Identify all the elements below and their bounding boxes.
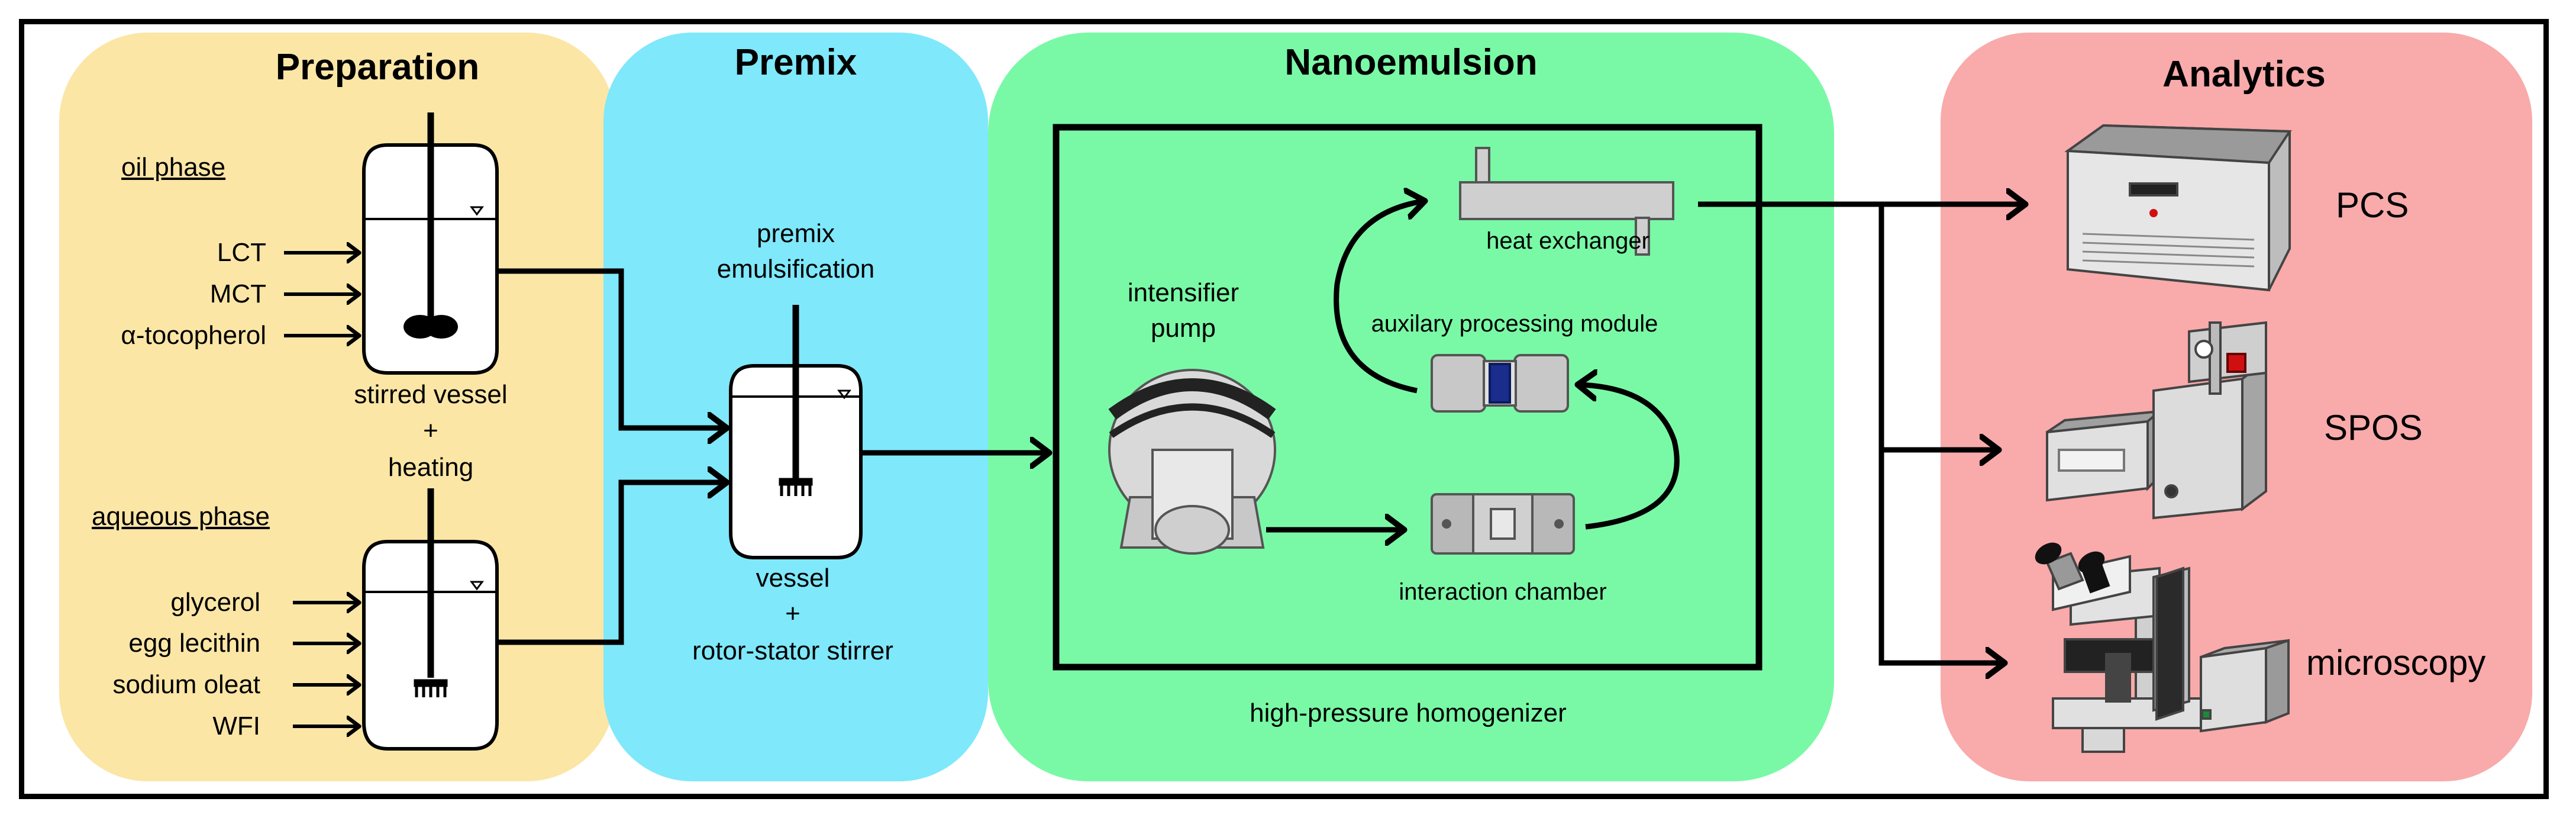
premix-vessel: [729, 305, 863, 559]
aqueous-input-egg-lecithin: egg lecithin: [128, 629, 260, 658]
vessel-label: vessel: [756, 564, 830, 593]
microscopy-label: microscopy: [2306, 643, 2486, 682]
interaction-chamber-label: interaction chamber: [1399, 579, 1607, 605]
oil-phase-label: oil phase: [121, 153, 226, 182]
premix-plus-sign: +: [785, 599, 800, 628]
auxiliary-module-icon: [1431, 354, 1569, 413]
oil-input-mct: MCT: [209, 279, 266, 308]
preparation-panel: [59, 33, 615, 781]
aqueous-input-sodium-oleat: sodium oleat: [112, 670, 260, 699]
homogenizer-box: [1053, 124, 1762, 671]
homogenizer-label: high-pressure homogenizer: [1250, 698, 1567, 727]
rotor-stator-icon: [414, 679, 448, 697]
emulsification-label: emulsification: [716, 255, 875, 284]
aqueous-phase-label: aqueous phase: [92, 502, 270, 531]
spos-label: SPOS: [2324, 408, 2423, 447]
intensifier-label: intensifier: [1127, 278, 1239, 307]
microscope-icon: [2035, 542, 2290, 753]
diagram-frame: [19, 19, 2549, 799]
spos-instrument-icon: [2046, 321, 2267, 520]
plus-sign: +: [423, 416, 438, 445]
intensifier-pump-icon: [1108, 369, 1276, 555]
preparation-title: Preparation: [275, 47, 480, 88]
pump-label: pump: [1150, 314, 1216, 343]
stirred-vessel-label: stirred vessel: [354, 380, 508, 409]
flow-lines-to-analytics: [1698, 204, 2023, 663]
premix-title: Premix: [734, 42, 857, 83]
analytics-title: Analytics: [2162, 54, 2326, 95]
aqueous-input-arrows: [293, 603, 358, 726]
aqueous-input-glycerol: glycerol: [170, 588, 260, 617]
oil-stirred-vessel: [362, 112, 499, 375]
rotor-stator-label: rotor-stator stirrer: [692, 636, 893, 665]
aqueous-input-wfi: WFI: [212, 711, 260, 740]
flow-lines-to-premix: [497, 268, 1047, 645]
interaction-chamber-icon: [1431, 493, 1575, 555]
heat-exchanger-label: heat exchanger: [1486, 228, 1649, 254]
aqueous-stirred-vessel: [362, 488, 499, 751]
pcs-label: PCS: [2336, 185, 2409, 225]
heat-exchanger-icon: [1459, 147, 1674, 256]
homogenizer-flow-arrows: [1266, 201, 1680, 530]
pcs-instrument-icon: [2064, 124, 2292, 292]
heating-label: heating: [388, 453, 474, 482]
premix-stirrer-icon: [779, 478, 813, 496]
nanoemulsion-title: Nanoemulsion: [1284, 42, 1538, 83]
oil-input-arrows: [284, 253, 358, 336]
oil-input-lct: LCT: [217, 238, 266, 267]
auxiliary-module-label: auxilary processing module: [1371, 311, 1658, 337]
premix-label: premix: [756, 219, 835, 248]
oil-input-tocopherol: α-tocopherol: [121, 321, 266, 350]
